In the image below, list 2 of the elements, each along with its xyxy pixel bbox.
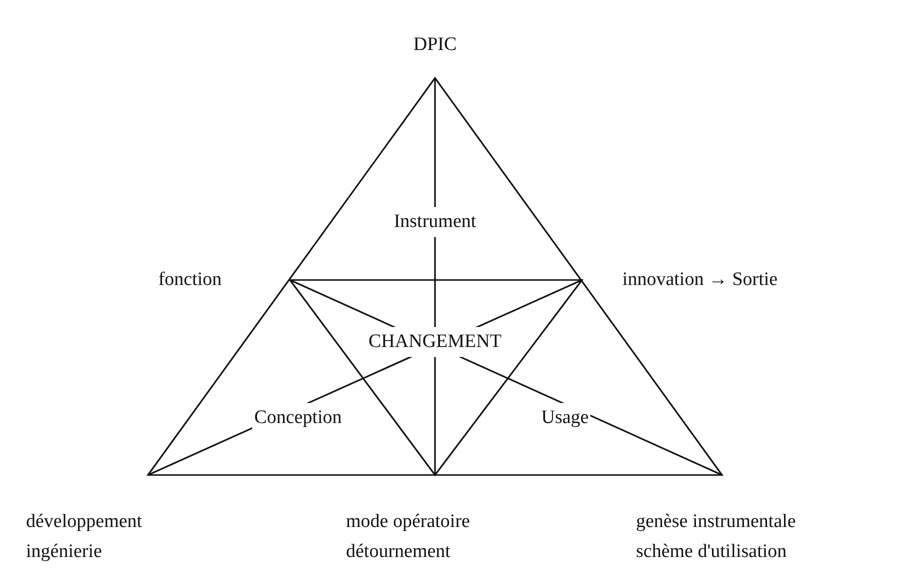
diagram-label: CHANGEMENT	[366, 327, 504, 357]
diagram-label: Instrument	[392, 207, 478, 237]
